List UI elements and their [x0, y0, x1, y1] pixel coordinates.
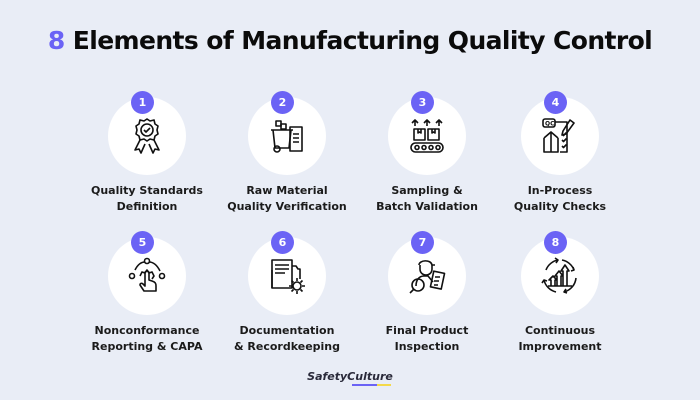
- conveyor-boxes-icon: [410, 119, 444, 153]
- step-badge: 7: [411, 231, 434, 254]
- icon-circle: 7: [388, 231, 466, 315]
- gear-hand-icon: [128, 257, 166, 292]
- icon-circle: 5: [108, 231, 186, 315]
- title-text: Elements of Manufacturing Quality Contro…: [64, 26, 653, 55]
- inspector-magnifier-icon: [409, 260, 446, 294]
- page-title: 8 Elements of Manufacturing Quality Cont…: [0, 26, 700, 55]
- element-label: Documentation& Recordkeeping: [233, 324, 341, 353]
- logo-underline-yellow: [377, 384, 391, 386]
- logo-underline-blue: [352, 384, 377, 386]
- step-badge: 3: [411, 91, 434, 114]
- icon-circle: 1: [108, 91, 186, 175]
- step-badge: 1: [131, 91, 154, 114]
- award-ribbon-icon: [134, 118, 160, 154]
- cycle-growth-arrows-icon: [541, 257, 577, 294]
- step-badge: 8: [544, 231, 567, 254]
- svg-text:QC: QC: [545, 121, 555, 128]
- step-badge: 5: [131, 231, 154, 254]
- icon-circle: 3: [388, 91, 466, 175]
- element-label: Sampling &Batch Validation: [376, 184, 478, 213]
- folder-gear-icon: [271, 259, 305, 294]
- step-badge: 4: [544, 91, 567, 114]
- icon-circle: 6: [248, 231, 326, 315]
- title-number: 8: [47, 26, 65, 55]
- step-badge: 6: [271, 231, 294, 254]
- material-cart-icon: [271, 120, 303, 153]
- qc-checklist-box-icon: QC: [542, 118, 575, 153]
- step-badge: 2: [271, 91, 294, 114]
- icon-circle: 8: [521, 231, 599, 315]
- safetyculture-logo: SafetyCulture: [0, 370, 700, 386]
- icon-circle: 2: [248, 91, 326, 175]
- icon-circle: QC 4: [521, 91, 599, 175]
